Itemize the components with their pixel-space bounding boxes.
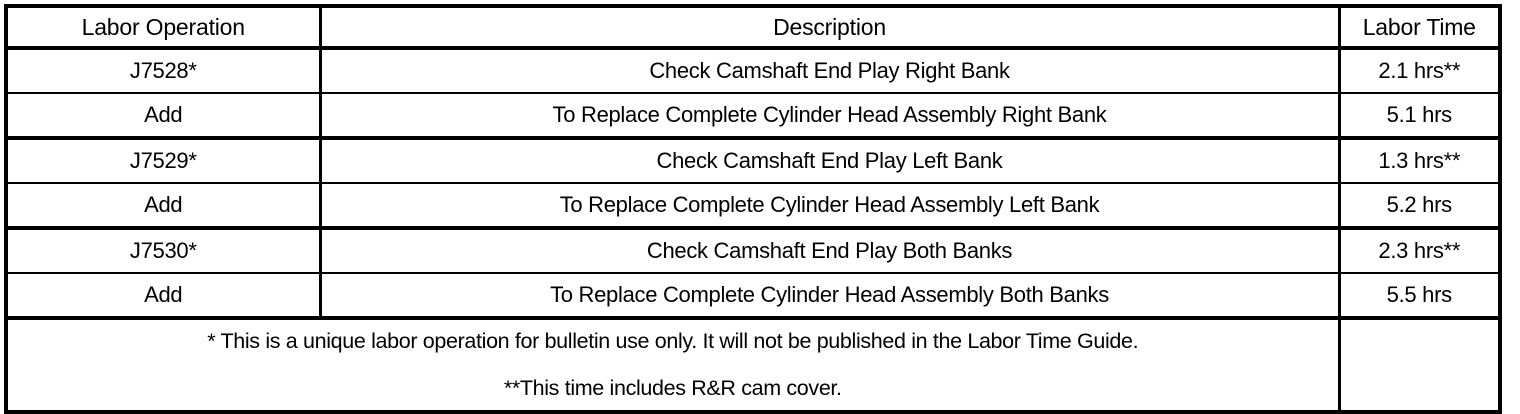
cell-description: Check Camshaft End Play Right Bank bbox=[320, 48, 1341, 94]
table-row: J7528* Check Camshaft End Play Right Ban… bbox=[6, 48, 1500, 94]
footnote-cell: * This is a unique labor operation for b… bbox=[6, 318, 1341, 412]
column-header-labor-operation: Labor Operation bbox=[6, 6, 322, 50]
cell-description: To Replace Complete Cylinder Head Assemb… bbox=[320, 183, 1341, 230]
cell-labor-time: 1.3 hrs** bbox=[1339, 138, 1500, 184]
cell-labor-operation: J7530* bbox=[6, 228, 322, 274]
table-row: J7529* Check Camshaft End Play Left Bank… bbox=[6, 138, 1500, 184]
cell-labor-operation: Add bbox=[6, 93, 322, 140]
table-footnote-row: * This is a unique labor operation for b… bbox=[6, 318, 1500, 412]
cell-labor-operation: J7528* bbox=[6, 48, 322, 94]
cell-labor-time: 5.1 hrs bbox=[1339, 93, 1500, 140]
footnote-labor-time-empty-cell bbox=[1339, 318, 1500, 412]
table-row: J7530* Check Camshaft End Play Both Bank… bbox=[6, 228, 1500, 274]
cell-description: To Replace Complete Cylinder Head Assemb… bbox=[320, 93, 1341, 140]
table-row: Add To Replace Complete Cylinder Head As… bbox=[6, 183, 1500, 230]
cell-labor-time: 5.5 hrs bbox=[1339, 273, 1500, 320]
table-row: Add To Replace Complete Cylinder Head As… bbox=[6, 273, 1500, 320]
table-body: J7528* Check Camshaft End Play Right Ban… bbox=[6, 48, 1500, 412]
cell-description: Check Camshaft End Play Left Bank bbox=[320, 138, 1341, 184]
column-header-description: Description bbox=[320, 6, 1341, 50]
cell-labor-operation: J7529* bbox=[6, 138, 322, 184]
footnote-asterisk-single: * This is a unique labor operation for b… bbox=[207, 328, 1139, 353]
table-header: Labor Operation Description Labor Time bbox=[6, 6, 1500, 50]
cell-labor-time: 2.1 hrs** bbox=[1339, 48, 1500, 94]
cell-labor-operation: Add bbox=[6, 183, 322, 230]
cell-labor-time: 2.3 hrs** bbox=[1339, 228, 1500, 274]
cell-description: Check Camshaft End Play Both Banks bbox=[320, 228, 1341, 274]
footnote-asterisk-double: **This time includes R&R cam cover. bbox=[503, 376, 842, 400]
table-row: Add To Replace Complete Cylinder Head As… bbox=[6, 93, 1500, 140]
labor-operation-table: Labor Operation Description Labor Time J… bbox=[4, 4, 1502, 414]
cell-labor-operation: Add bbox=[6, 273, 322, 320]
cell-labor-time: 5.2 hrs bbox=[1339, 183, 1500, 230]
cell-description: To Replace Complete Cylinder Head Assemb… bbox=[320, 273, 1341, 320]
table-header-row: Labor Operation Description Labor Time bbox=[6, 6, 1500, 50]
column-header-labor-time: Labor Time bbox=[1339, 6, 1500, 50]
